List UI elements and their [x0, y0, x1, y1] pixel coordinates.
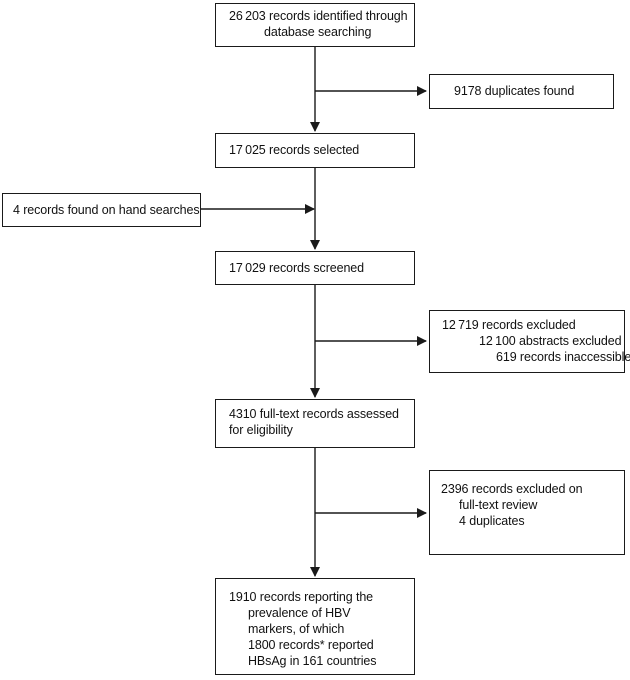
box-text-line: 12 100 abstracts excluded: [479, 334, 622, 348]
box-text-line: prevalence of HBV: [248, 606, 351, 620]
records-selected-box: 17 025 records selected: [215, 133, 415, 168]
full-text-assessed-box: 4310 full-text records assessed for elig…: [215, 399, 415, 448]
box-text-line: markers, of which: [248, 622, 345, 636]
box-text-line: 2396 records excluded on: [441, 482, 583, 496]
box-text-line: for eligibility: [229, 423, 293, 437]
box-text-line: full-text review: [459, 498, 538, 512]
box-text-line: 1910 records reporting the: [229, 590, 374, 604]
box-text-line: 4 records found on hand searches: [13, 203, 200, 217]
records-included-box: 1910 records reporting the prevalence of…: [215, 578, 415, 675]
box-text-line: 619 records inaccessible: [496, 350, 630, 364]
hand-search-box: 4 records found on hand searches: [2, 193, 201, 227]
records-identified-box: 26 203 records identified through databa…: [215, 3, 415, 47]
box-text-line: 26 203 records identified through: [229, 9, 408, 23]
duplicates-found-box: 9178 duplicates found: [429, 74, 614, 109]
box-text-line: 12 719 records excluded: [442, 318, 576, 332]
box-text-line: database searching: [264, 25, 372, 39]
box-text-line: 9178 duplicates found: [454, 84, 575, 98]
excluded-after-screening-box: 12 719 records excluded 12 100 abstracts…: [429, 310, 630, 373]
box-text-line: HBsAg in 161 countries: [248, 654, 377, 668]
box-text-line: 4 duplicates: [459, 514, 525, 528]
box-text-line: 4310 full-text records assessed: [229, 407, 399, 421]
records-screened-box: 17 029 records screened: [215, 251, 415, 285]
box-text-line: 17 025 records selected: [229, 143, 360, 157]
box-text-line: 17 029 records screened: [229, 261, 365, 275]
excluded-full-text-box: 2396 records excluded on full-text revie…: [429, 470, 625, 555]
box-text-line: 1800 records* reported: [248, 638, 374, 652]
